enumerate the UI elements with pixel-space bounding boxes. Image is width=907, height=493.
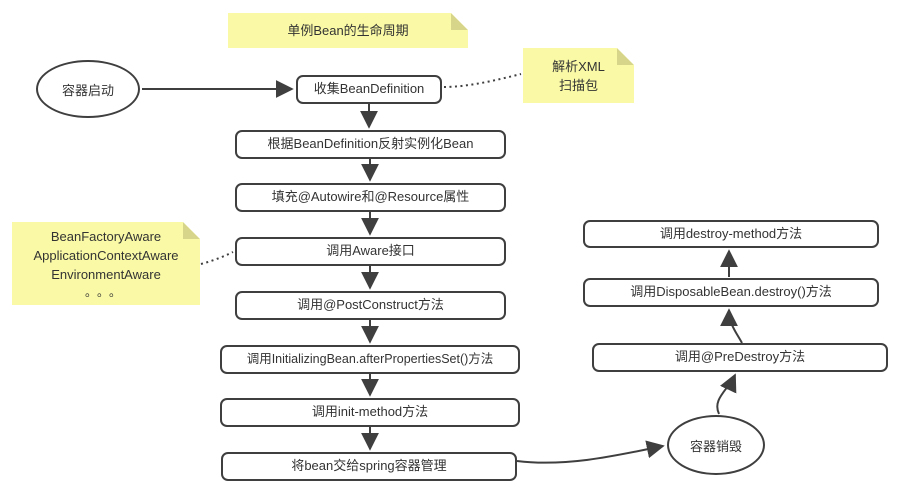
- step-invoke-predestroy: 调用@PreDestroy方法: [592, 343, 888, 372]
- note-fold-icon: [617, 48, 634, 65]
- dotted-link-aware-note-to-aware-box: [200, 251, 234, 265]
- start-ellipse-container-startup: 容器启动: [36, 60, 140, 118]
- step-populate-autowire-resource: 填充@Autowire和@Resource属性: [235, 183, 506, 212]
- step-label: 收集BeanDefinition: [313, 81, 425, 97]
- step-label: 调用@PostConstruct方法: [297, 297, 444, 313]
- note-fold-icon: [183, 222, 200, 239]
- step-reflect-instantiate-bean: 根据BeanDefinition反射实例化Bean: [235, 130, 506, 159]
- step-label: 调用Aware接口: [326, 243, 415, 259]
- start-ellipse-label: 容器启动: [61, 82, 114, 98]
- step-label: 调用init-method方法: [311, 404, 429, 420]
- step-invoke-postconstruct: 调用@PostConstruct方法: [235, 291, 506, 320]
- step-label: 填充@Autowire和@Resource属性: [271, 189, 470, 205]
- end-ellipse-label: 容器销毁: [689, 438, 742, 454]
- step-collect-beandefinition: 收集BeanDefinition: [296, 75, 442, 104]
- aware-note-line2: ApplicationContextAware: [33, 247, 179, 263]
- title-note-text: 单例Bean的生命周期: [287, 23, 409, 38]
- aware-interfaces-note: BeanFactoryAware ApplicationContextAware…: [12, 222, 200, 305]
- aware-note-line3: EnvironmentAware: [51, 266, 161, 282]
- xml-note-line2: 扫描包: [558, 77, 598, 93]
- arrow-managed-to-destroy-ellipse: [516, 440, 665, 464]
- xml-parse-note: 解析XML 扫描包: [523, 48, 634, 103]
- dotted-link-collect-to-xml-note: [443, 73, 522, 88]
- step-label: 调用DisposableBean.destroy()方法: [630, 284, 832, 300]
- step-label: 调用destroy-method方法: [659, 225, 803, 241]
- aware-note-line1: BeanFactoryAware: [50, 228, 162, 244]
- arrow-predestroy-to-disposablebean: [720, 308, 743, 344]
- step-invoke-disposablebean-destroy: 调用DisposableBean.destroy()方法: [583, 278, 879, 307]
- note-fold-icon: [451, 13, 468, 30]
- arrow-destroy-ellipse-to-predestroy: [716, 373, 737, 415]
- step-invoke-afterpropertiesset: 调用InitializingBean.afterPropertiesSet()方…: [220, 345, 520, 374]
- step-invoke-destroy-method: 调用destroy-method方法: [583, 220, 879, 248]
- step-label: 根据BeanDefinition反射实例化Bean: [267, 136, 474, 152]
- step-label: 调用@PreDestroy方法: [674, 349, 806, 365]
- end-ellipse-container-destroy: 容器销毁: [667, 415, 765, 475]
- step-label: 将bean交给spring容器管理: [291, 458, 447, 474]
- step-label: 调用InitializingBean.afterPropertiesSet()方…: [246, 351, 494, 366]
- title-note: 单例Bean的生命周期: [228, 13, 468, 48]
- step-invoke-aware-interfaces: 调用Aware接口: [235, 237, 506, 266]
- aware-note-ellipsis: 。。。: [84, 284, 127, 299]
- xml-note-line1: 解析XML: [552, 58, 605, 74]
- step-invoke-init-method: 调用init-method方法: [220, 398, 520, 427]
- step-hand-bean-to-spring-container: 将bean交给spring容器管理: [221, 452, 517, 481]
